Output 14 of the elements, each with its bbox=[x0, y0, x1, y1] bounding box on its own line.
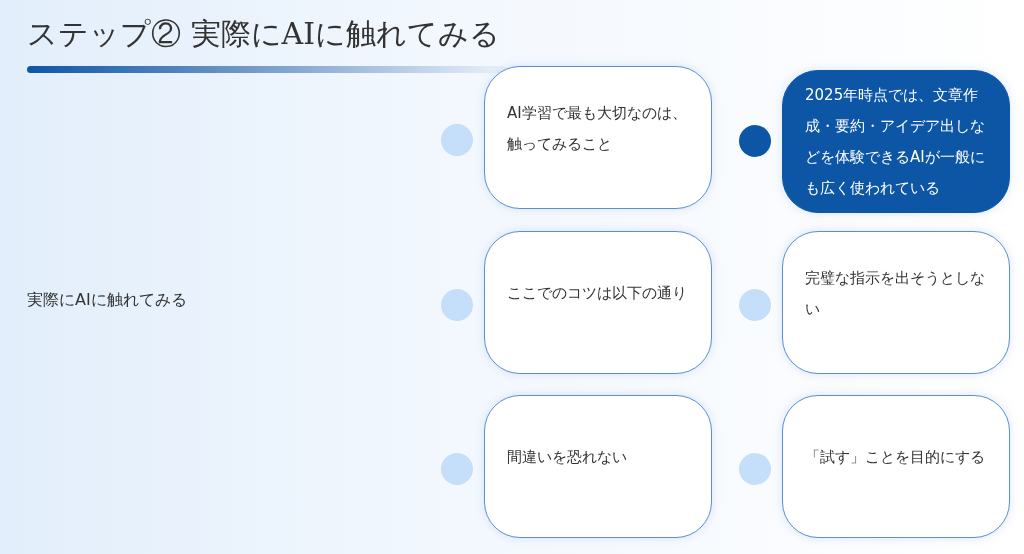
card-text: 「試す」ことを目的にする bbox=[805, 447, 985, 468]
text-card bbox=[484, 231, 712, 374]
card-text: AI学習で最も大切なのは、触ってみること bbox=[507, 102, 688, 155]
slide-title: ステップ② 実際にAIに触れてみる bbox=[27, 15, 501, 53]
card-text: 完璧な指示を出そうとしない bbox=[805, 267, 986, 320]
text-card bbox=[484, 395, 712, 538]
side-heading: 実際にAIに触れてみる bbox=[27, 290, 187, 311]
text-card bbox=[782, 395, 1010, 538]
text-card bbox=[782, 231, 1010, 374]
text-card bbox=[484, 66, 712, 209]
card-text: 間違いを恐れない bbox=[507, 447, 627, 468]
card-text: 2025年時点では、文章作成・要約・アイデア出しなどを体験できるAIが一般にも広く使われている bbox=[805, 84, 986, 199]
highlight-card bbox=[782, 70, 1010, 213]
card-text: ここでのコツは以下の通り bbox=[507, 283, 687, 304]
